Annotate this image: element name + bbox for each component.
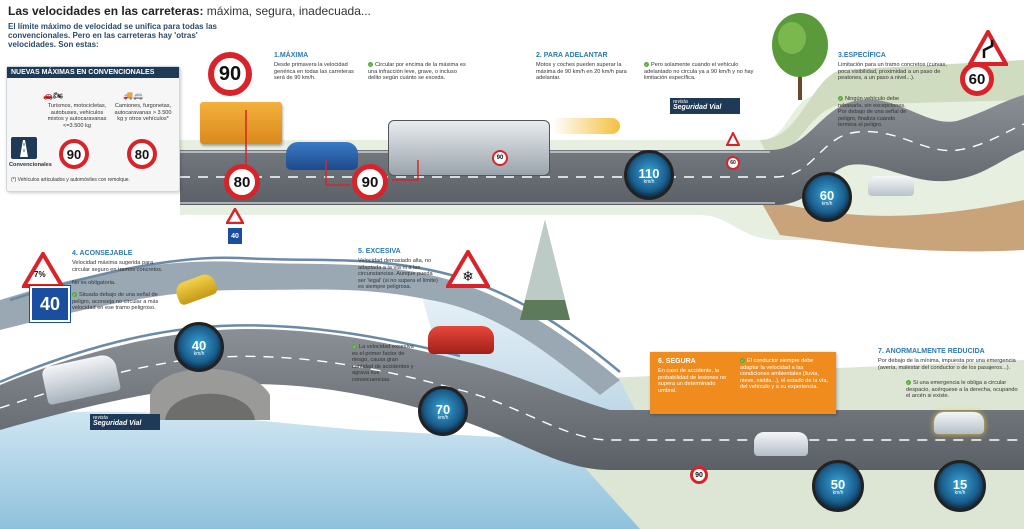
panel-col1: Turismos, motocicletas, autobuses, vehíc… <box>47 103 107 129</box>
gauge-value: 70 <box>435 401 451 417</box>
s7-check: ✓Si una emergencia le obliga a circular … <box>906 380 1022 400</box>
s4-check: ✓Situada debajo de una señal de peligro,… <box>72 292 168 312</box>
white-car-s7 <box>934 412 984 434</box>
check-icon: ✓ <box>368 62 373 67</box>
s1-title: 1.MÁXIMA <box>274 52 309 59</box>
s6-title: 6. SEGURA <box>658 358 696 365</box>
s6-check-text: El conductor siempre debe adaptar la vel… <box>740 358 829 391</box>
bus-speed-sign: 90 <box>352 164 388 200</box>
gauge-value: 110 <box>638 165 660 181</box>
s2-text: Motos y coches pueden superar la máxima … <box>536 62 627 82</box>
s5-title: 5. EXCESIVA <box>358 248 401 255</box>
speed-sign-90: 90 <box>59 139 89 169</box>
panel-header: NUEVAS MÁXIMAS EN CONVENCIONALES <box>7 67 179 78</box>
s3-text: Limitación para un tramo concretos (curv… <box>838 62 947 82</box>
title-main: Las velocidades en las carreteras: <box>8 4 204 18</box>
safe-speed-box: 6. SEGURA En caso de accidente, la proba… <box>650 352 836 414</box>
conv-label: Convencionales <box>9 162 52 168</box>
s4-check-text: Situada debajo de una señal de peligro, … <box>72 292 159 312</box>
intro-text: El límite máximo de velocidad se unifica… <box>8 22 217 49</box>
s6-check: ✓El conductor siempre debe adaptar la ve… <box>740 358 832 391</box>
check-icon: ✓ <box>906 380 911 385</box>
panel-col2: Camiones, furgonetas, autocaravanas > 3.… <box>114 103 172 123</box>
truck-speed-sign: 80 <box>224 164 260 200</box>
gauge-unit: km/h <box>832 489 844 496</box>
s4-title: 4. ACONSEJABLE <box>72 250 133 257</box>
max-speed-sign: 90 <box>208 52 252 96</box>
panel-footnote: (*) Vehículos articulados y automóviles … <box>11 177 130 183</box>
s5-check: ✓La velocidad excesiva es el primer fact… <box>352 344 416 384</box>
s2-small-speed-sign: 90 <box>492 150 508 166</box>
page-title: Las velocidades en las carreteras: máxim… <box>8 4 371 18</box>
gauge-value: 15 <box>952 476 968 492</box>
advisory-speed-sign: 40 <box>30 286 70 322</box>
check-icon: ✓ <box>644 62 649 67</box>
grade-label: 7% <box>34 270 46 279</box>
s3-title: 3.ESPECÍFICA <box>838 52 886 59</box>
gauge-unit: km/h <box>643 178 655 185</box>
gauge-unit: km/h <box>954 489 966 496</box>
s2-check-text: Pero solamente cuando el vehículo adelan… <box>644 62 754 82</box>
white-car-s3 <box>868 176 914 196</box>
red-car <box>428 326 494 354</box>
title-sub: máxima, segura, inadecuada... <box>203 4 371 18</box>
s2-title: 2. PARA ADELANTAR <box>536 52 608 59</box>
s2-check: ✓Pero solamente cuando el vehículo adela… <box>644 62 756 82</box>
speed-sign-80: 80 <box>127 139 157 169</box>
specific-speed-sign: 60 <box>960 62 994 96</box>
bus <box>388 120 550 176</box>
gauge-value: 40 <box>191 337 207 353</box>
s5-check-text: La velocidad excesiva es el primer facto… <box>352 344 414 383</box>
s4-text2: No es obligatoria. <box>72 280 116 286</box>
motorcycle <box>552 118 620 134</box>
s3-small-speed-sign: 60 <box>726 156 740 170</box>
s1-check: ✓Circular por encima de la máxima es una… <box>368 62 468 82</box>
truck <box>200 102 282 144</box>
s5-text: Velocidad demasiado alta, no adaptada a … <box>358 258 438 291</box>
s1-text: Desde primavera la velocidad genérica en… <box>274 62 354 82</box>
svg-text:❄: ❄ <box>462 269 474 285</box>
gauge-unit: km/h <box>437 414 449 421</box>
s7-text: Por debajo de la mínima, impuesta por un… <box>878 358 1016 371</box>
check-icon: ✓ <box>740 358 745 363</box>
s6-small-speed-sign: 90 <box>690 466 708 484</box>
white-car-s6 <box>754 432 808 456</box>
check-icon: ✓ <box>72 292 77 297</box>
blue-car <box>286 142 358 170</box>
gauge-unit: km/h <box>821 200 833 207</box>
snow-warning-sign: ❄ <box>446 250 490 288</box>
s7-title: 7. ANORMALMENTE REDUCIDA <box>878 348 985 355</box>
s7-check-text: Si una emergencia le obliga a circular d… <box>906 380 1018 400</box>
gauge-value: 50 <box>830 476 846 492</box>
check-icon: ✓ <box>838 96 843 101</box>
curve-warning-sign <box>968 30 1008 66</box>
car-icon: 🚗🏍 <box>43 91 64 100</box>
s6-text: En caso de accidente, la probabilidad de… <box>658 368 727 394</box>
gauge-value: 60 <box>819 187 835 203</box>
warning-sign-s4 <box>226 208 244 224</box>
s3-check: ✓Ningún vehículo debe rebasarla, sin exc… <box>838 96 914 129</box>
s3-check-text: Ningún vehículo debe rebasarla, sin exce… <box>838 96 907 129</box>
s1-check-text: Circular por encima de la máxima es una … <box>368 62 466 82</box>
s4-text: Velocidad máxima sugerida para circular … <box>72 260 163 273</box>
truck-icon: 🚚🚐 <box>123 91 143 100</box>
warning-sign-s2 <box>726 132 740 146</box>
road-icon <box>11 137 37 159</box>
gauge-unit: km/h <box>193 350 205 357</box>
advisory-small-sign: 40 <box>228 228 242 244</box>
new-limits-panel: NUEVAS MÁXIMAS EN CONVENCIONALES 🚗🏍 🚚🚐 T… <box>6 66 180 192</box>
check-icon: ✓ <box>352 344 357 349</box>
